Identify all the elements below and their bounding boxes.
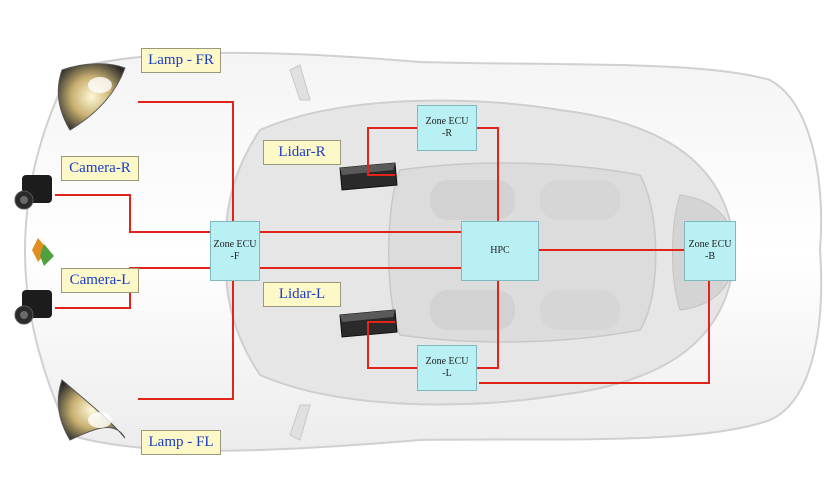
camera-icon xyxy=(14,175,52,210)
zone-ecu-l: Zone ECU -L xyxy=(417,345,477,391)
label-lidar-l: Lidar-L xyxy=(263,282,341,307)
brand-logo-icon xyxy=(32,238,54,266)
zone-ecu-f-line2: -F xyxy=(230,251,240,262)
zone-ecu-b-line1: Zone ECU xyxy=(688,239,732,250)
zone-ecu-r-line2: -R xyxy=(442,128,452,139)
label-lidar-r: Lidar-R xyxy=(263,140,341,165)
zone-ecu-b: Zone ECU -B xyxy=(684,221,736,281)
label-camera-r: Camera-R xyxy=(61,156,139,181)
label-lamp-fr: Lamp - FR xyxy=(141,48,221,73)
camera-icon xyxy=(14,290,52,325)
zone-ecu-f: Zone ECU -F xyxy=(210,221,260,281)
zone-ecu-l-line1: Zone ECU xyxy=(425,356,469,367)
zone-ecu-f-line1: Zone ECU xyxy=(213,239,257,250)
headlamp-icon xyxy=(57,379,126,441)
zone-ecu-l-line2: -L xyxy=(442,368,452,379)
hpc-label: HPC xyxy=(490,245,510,256)
hpc-box: HPC xyxy=(461,221,539,281)
label-lamp-fl: Lamp - FL xyxy=(141,430,221,455)
zone-ecu-r-line1: Zone ECU xyxy=(425,116,469,127)
headlamp-icon xyxy=(57,63,126,131)
zone-ecu-b-line2: -B xyxy=(705,251,715,262)
zone-ecu-r: Zone ECU -R xyxy=(417,105,477,151)
label-camera-l: Camera-L xyxy=(61,268,139,293)
